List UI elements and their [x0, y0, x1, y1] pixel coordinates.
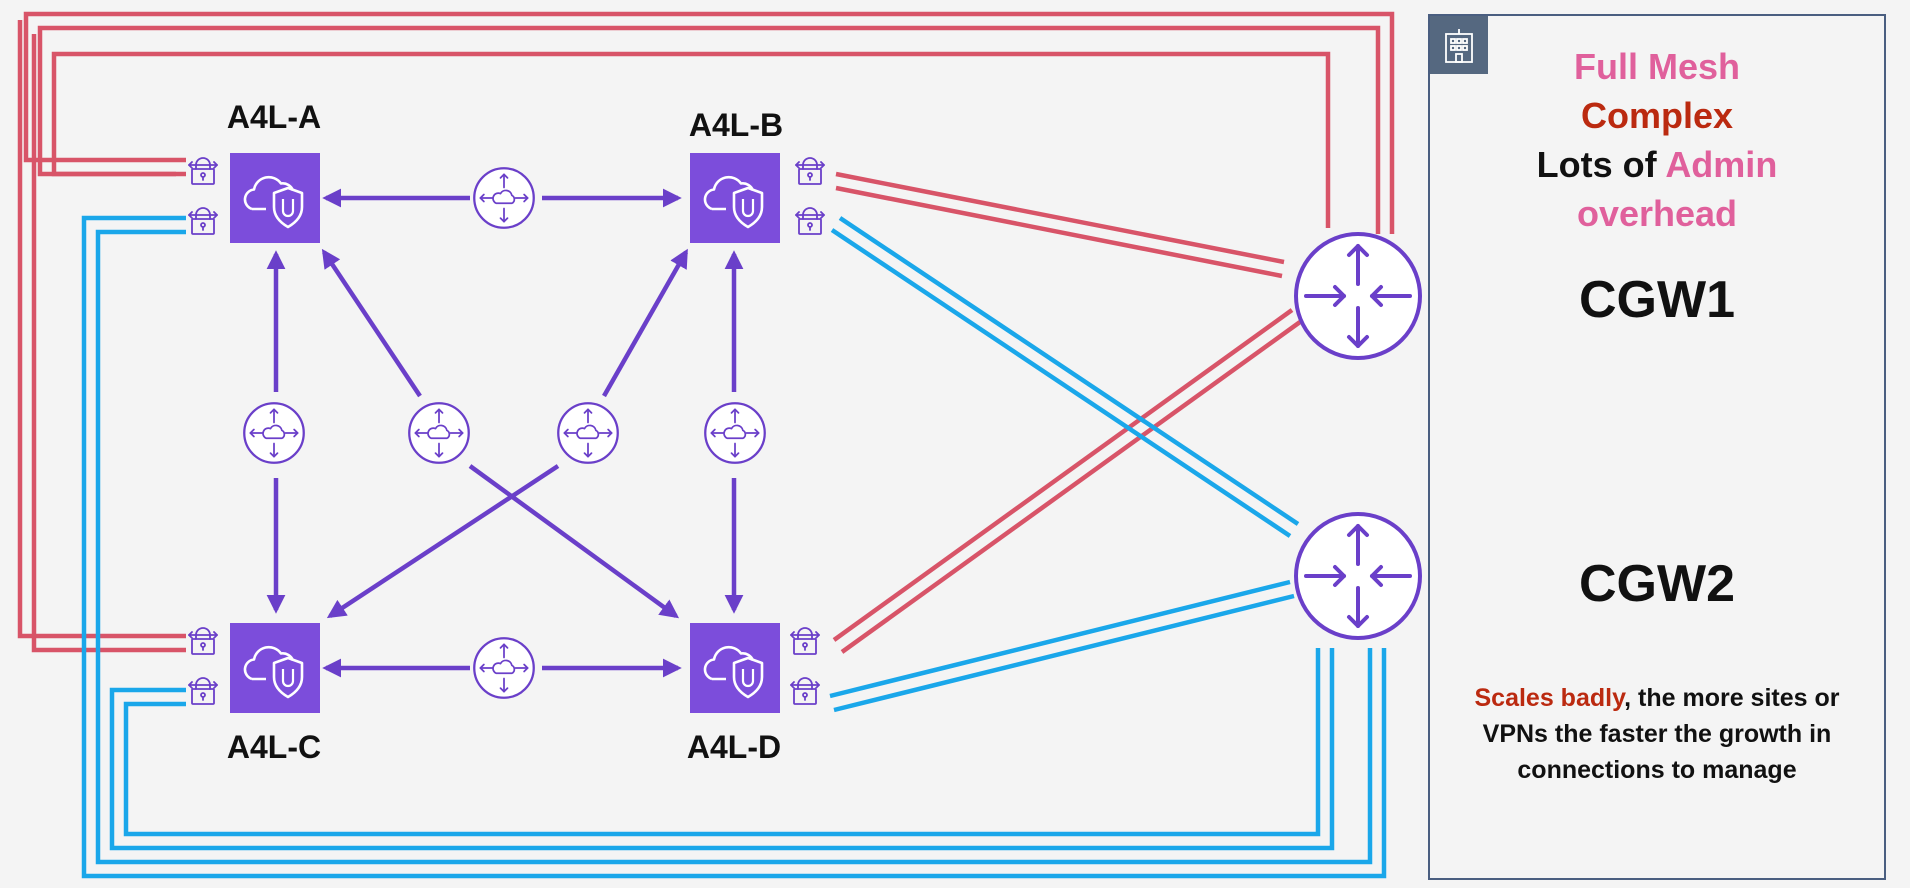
info-panel: Full Mesh Complex Lots of Admin overhead…	[1428, 14, 1886, 880]
gateway-label-cgw1: CGW1	[1579, 271, 1735, 329]
router-icon-ac	[243, 402, 305, 464]
arrow-ad-up	[321, 248, 422, 398]
summary-highlight-admin: Admin	[1665, 144, 1778, 185]
summary-line-full-mesh: Full Mesh	[1573, 46, 1740, 87]
gateway-label-cgw2: CGW2	[1579, 555, 1735, 613]
router-icon-ab	[473, 167, 535, 229]
blue-tunnel-b-cgw2	[830, 216, 1300, 538]
router-icon-ad	[408, 402, 470, 464]
summary-text: Lots of	[1536, 144, 1666, 185]
mesh-summary: Full Mesh Complex Lots of Admin overhead	[1430, 42, 1884, 238]
node-label-a: A4L-A	[227, 99, 321, 135]
vpc-icon-a	[230, 153, 320, 243]
arrow-bc-down	[326, 464, 560, 619]
red-tunnel-d-cgw1	[832, 308, 1302, 654]
vpn-lock-icon	[188, 677, 218, 705]
blue-tunnel-d-cgw2	[829, 579, 1295, 713]
summary-line-complex: Complex	[1580, 95, 1734, 136]
vpn-lock-icon	[795, 207, 825, 235]
vpc-icon-b	[690, 153, 780, 243]
red-tunnel-loop-c	[17, 20, 186, 653]
vpn-lock-icon	[188, 157, 218, 185]
vpc-icon-c	[230, 623, 320, 713]
router-icon-bd	[704, 402, 766, 464]
router-icon-bc	[557, 402, 619, 464]
blue-tunnel-loop-a	[81, 215, 1387, 879]
scaling-note: Scales badly, the more sites or VPNs the…	[1470, 680, 1844, 788]
red-tunnel-b-cgw1	[835, 171, 1285, 279]
node-label-b: A4L-B	[689, 107, 783, 143]
router-icon-cd	[473, 637, 535, 699]
router-icon-cgw2	[1294, 512, 1422, 640]
vpc-icon-d	[690, 623, 780, 713]
vpn-lock-icon	[795, 157, 825, 185]
router-icon-cgw1	[1294, 232, 1422, 360]
node-label-c: A4L-C	[227, 729, 321, 765]
summary-line-overhead: overhead	[1576, 193, 1738, 234]
blue-tunnel-loop-c	[109, 648, 1335, 851]
node-label-d: A4L-D	[687, 729, 781, 765]
red-tunnel-loop-a-mid	[51, 51, 1331, 228]
building-icon	[1430, 16, 1488, 74]
vpn-lock-icon	[790, 627, 820, 655]
vpn-lock-icon	[188, 207, 218, 235]
scaling-note-text: , the more sites or VPNs the faster the …	[1482, 684, 1840, 784]
vpn-lock-icon	[790, 677, 820, 705]
arrow-ad-down	[468, 464, 680, 619]
scaling-note-highlight: Scales badly	[1474, 684, 1625, 712]
vpn-lock-icon	[188, 627, 218, 655]
summary-line-admin: Lots of Admin	[1430, 140, 1884, 189]
arrow-bc-up	[602, 248, 688, 398]
